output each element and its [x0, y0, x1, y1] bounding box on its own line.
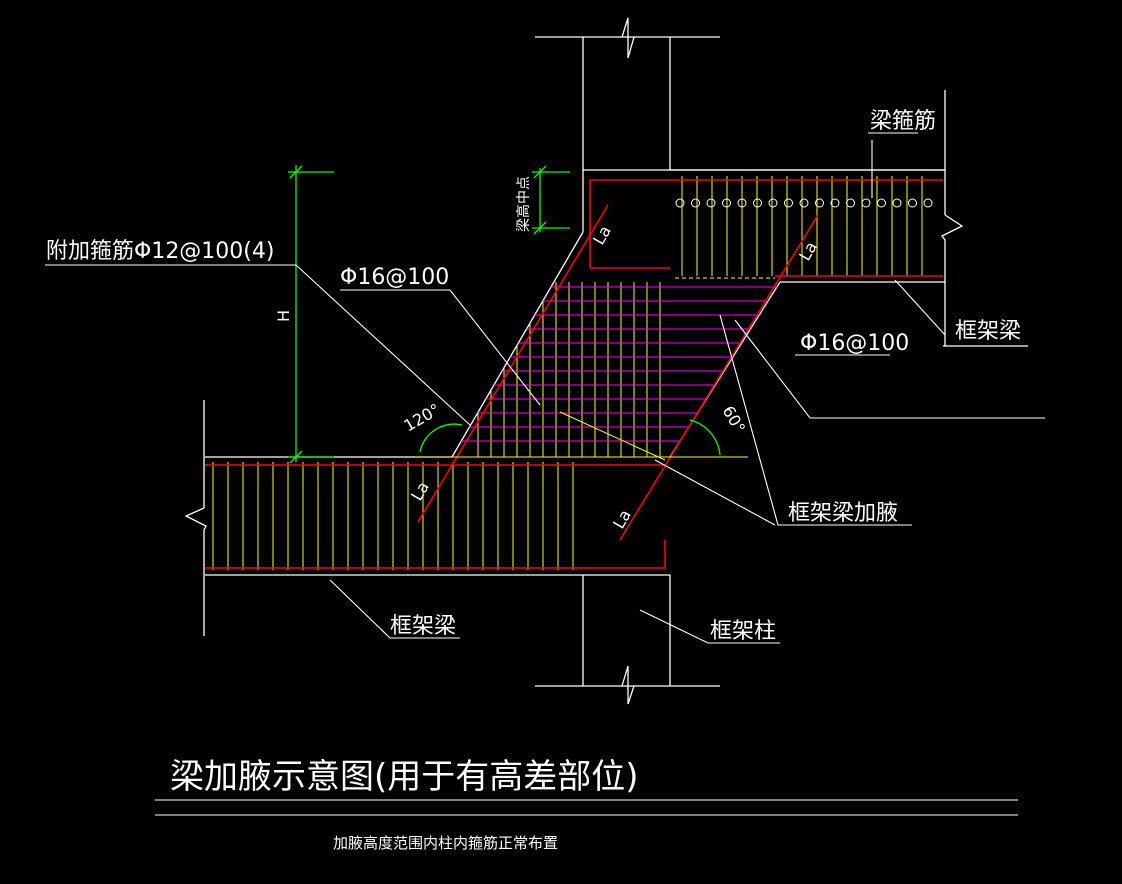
label-additional-stirrup: 附加箍筋Φ12@100(4) — [46, 239, 274, 264]
label-la-bottom: La — [609, 506, 635, 532]
rebar-dot — [923, 198, 933, 208]
drawing-note: 加腋高度范围内柱内箍筋正常布置 — [333, 834, 558, 852]
drawing-title: 梁加腋示意图(用于有高差部位) — [170, 757, 639, 797]
beam-stirrups-left — [212, 462, 574, 570]
rebar-dot — [737, 198, 747, 208]
label-frame-beam-right: 框架梁 — [955, 319, 1021, 344]
label-beam-center: 梁高中点 — [515, 176, 532, 232]
rebar-dot — [877, 198, 886, 208]
top-rebar-dots — [675, 198, 933, 208]
label-haunch: 框架梁加腋 — [788, 501, 898, 526]
label-angle-120: 120° — [401, 400, 444, 436]
rebar-dot — [846, 198, 855, 208]
label-frame-beam-left: 框架梁 — [390, 614, 456, 639]
rebar-dot — [691, 198, 700, 208]
rebar-dot — [892, 198, 902, 208]
beam-stirrups-right — [681, 176, 923, 276]
rebar-dot — [768, 198, 778, 208]
haunch-horizontal-bars — [461, 286, 777, 442]
label-la-left: La — [407, 478, 433, 504]
label-rebar-right: Φ16@100 — [800, 331, 909, 356]
rebar-dot — [830, 198, 840, 208]
rebar-dot — [753, 198, 762, 208]
label-beam-stirrup: 梁箍筋 — [870, 109, 936, 134]
leader-lines — [45, 132, 1045, 644]
rebar-dot — [784, 198, 793, 208]
dimension-marks — [288, 165, 721, 464]
main-rebar — [205, 179, 943, 569]
label-height: H — [274, 310, 293, 322]
label-frame-column: 框架柱 — [710, 619, 776, 644]
title-underlines — [155, 799, 1018, 816]
rebar-dot — [706, 198, 716, 208]
label-la-top: La — [589, 222, 615, 248]
rebar-dot — [799, 198, 809, 208]
rebar-dot — [722, 198, 731, 208]
label-rebar-left: Φ16@100 — [340, 265, 449, 290]
label-angle-60: 60° — [719, 403, 750, 437]
rebar-dot — [908, 198, 917, 208]
rebar-dot — [675, 198, 685, 208]
rebar-dot — [861, 198, 871, 208]
frame-beam-right — [670, 90, 1028, 347]
haunch-vertical-stirrups — [477, 282, 661, 457]
rebar-dot — [815, 198, 824, 208]
reference-lines — [415, 277, 775, 461]
